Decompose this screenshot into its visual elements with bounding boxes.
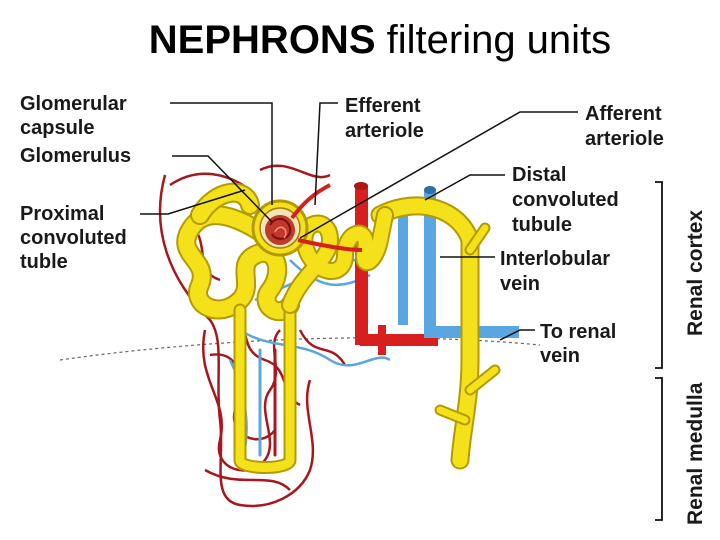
leader-lines (140, 102, 578, 341)
loop-of-henle (233, 298, 297, 474)
page-title: NEPHRONS filtering units (0, 18, 720, 63)
efferent-arteriole (290, 183, 331, 220)
distal-tubule (281, 206, 394, 314)
title-rest: filtering units (386, 18, 612, 62)
label-renal-medulla: Renal medulla (684, 382, 707, 525)
label-interlobular-vein: Interlobular vein (500, 248, 616, 295)
label-glomerular-capsule: Glomerular capsule (20, 93, 132, 139)
collecting-duct (370, 196, 501, 470)
label-afferent-arteriole: Afferent arteriole (585, 103, 667, 150)
label-proximal-tubule: Proximal convoluted tuble (20, 203, 132, 273)
label-renal-cortex: Renal cortex (684, 210, 707, 336)
label-efferent-arteriole: Efferent arteriole (345, 95, 426, 142)
interlobular-vein (398, 186, 519, 338)
label-to-renal-vein: To renal vein (540, 321, 622, 367)
title-main: NEPHRONS (148, 18, 376, 62)
label-distal-tubule: Distal convoluted tubule (512, 164, 624, 236)
label-glomerulus: Glomerulus (20, 145, 131, 167)
proximal-tubule (176, 182, 300, 322)
afferent-arteriole (297, 238, 363, 252)
region-brackets (655, 181, 663, 521)
